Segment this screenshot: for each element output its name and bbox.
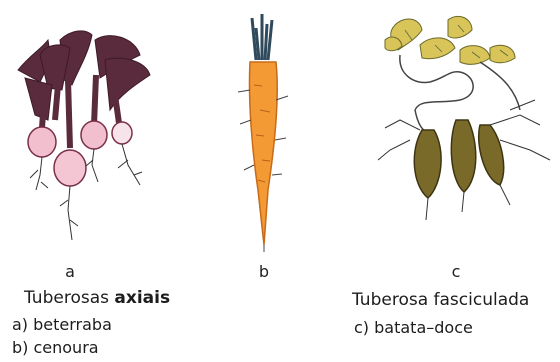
caption-axiais-prefix: Tuberosas — [24, 288, 114, 308]
figure-label-a: a — [62, 262, 78, 281]
sweet-potato-illustration — [360, 0, 560, 262]
carrot-illustration — [218, 0, 308, 262]
item-cenoura: b) cenoura — [12, 338, 99, 357]
item-batata-doce: c) batata–doce — [354, 318, 473, 337]
caption-axiais-emph: axiais — [114, 288, 170, 308]
caption-fasciculada: Tuberosa fasciculada — [352, 290, 529, 310]
figure-label-c: c — [448, 262, 464, 281]
item-beterraba: a) beterraba — [12, 315, 112, 334]
figure-label-b: b — [256, 262, 272, 281]
beetroot-illustration — [0, 0, 175, 262]
caption-axiais: Tuberosas axiais — [24, 288, 170, 308]
